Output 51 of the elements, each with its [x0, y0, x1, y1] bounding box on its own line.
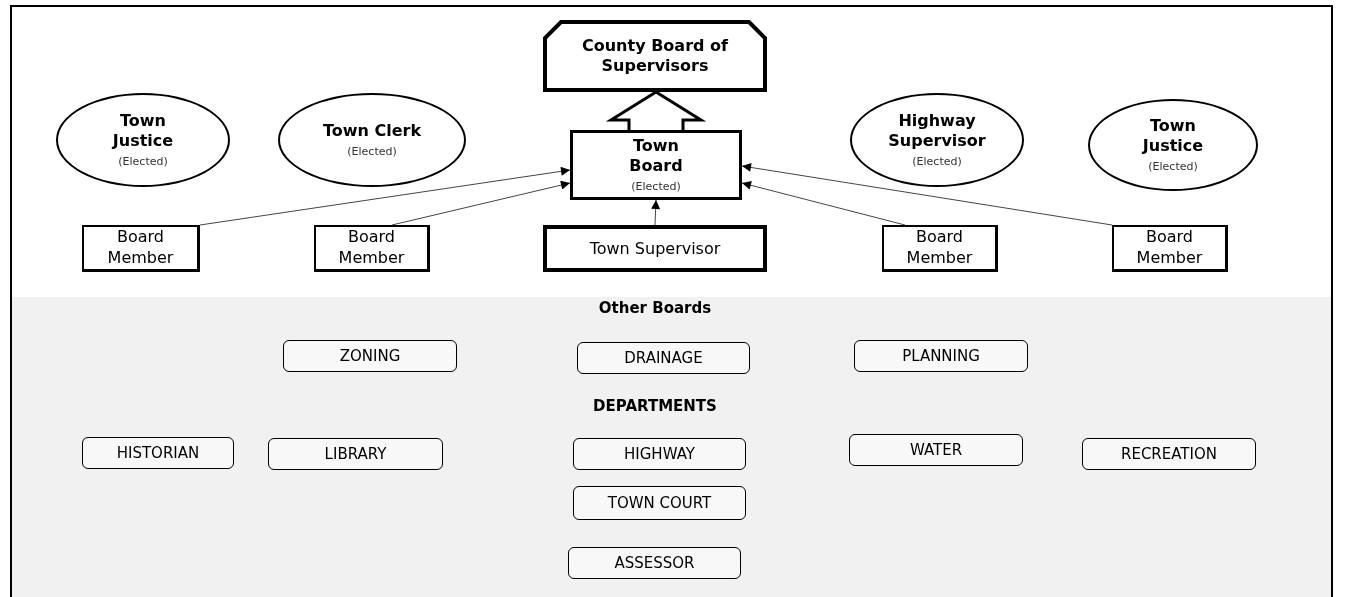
department-box	[573, 438, 746, 470]
node-label: DRAINAGE	[624, 348, 703, 368]
member-box	[1112, 225, 1228, 272]
department-box	[268, 438, 443, 470]
arrow	[741, 180, 906, 226]
status-note: (Elected)	[631, 180, 681, 194]
node-label: ZONING	[339, 346, 401, 366]
node-label: Town Justice	[1140, 116, 1205, 157]
node-label: HIGHWAY	[624, 444, 695, 464]
supervisor-box	[543, 225, 767, 272]
town-board-box	[570, 130, 742, 200]
node-label: Town Supervisor	[589, 238, 721, 259]
section-heading: Other Boards	[598, 299, 712, 317]
node-label: Town Clerk	[322, 121, 422, 142]
status-note: (Elected)	[1148, 160, 1198, 174]
department-box	[283, 340, 457, 372]
arrow	[391, 180, 571, 226]
node-label: County Board of Supervisors	[581, 36, 729, 76]
node-label: ASSESSOR	[614, 553, 695, 573]
node-label: Highway Supervisor	[887, 111, 987, 152]
node-label: RECREATION	[1121, 444, 1217, 464]
node-label: PLANNING	[902, 346, 980, 366]
member-box	[882, 225, 998, 272]
status-note: (Elected)	[347, 145, 397, 159]
node-label: Town Justice	[110, 111, 175, 152]
department-box	[577, 342, 750, 374]
member-box	[314, 225, 430, 272]
node-label: LIBRARY	[324, 444, 387, 464]
arrow	[741, 162, 1113, 226]
section-heading: DEPARTMENTS	[593, 397, 717, 415]
arrow	[199, 166, 571, 226]
arrow	[651, 199, 661, 226]
department-box	[82, 437, 234, 469]
department-box	[854, 340, 1028, 372]
member-box	[82, 225, 200, 272]
department-box	[568, 547, 741, 579]
node-label: TOWN COURT	[607, 493, 712, 513]
node-label: Board Member	[337, 227, 406, 269]
node-label: Town Board	[628, 136, 684, 177]
node-label: WATER	[909, 440, 963, 460]
department-box	[849, 434, 1023, 466]
department-box	[573, 486, 746, 520]
node-label: HISTORIAN	[116, 443, 200, 463]
status-note: (Elected)	[912, 155, 962, 169]
block-arrow	[605, 90, 707, 132]
department-box	[1082, 438, 1256, 470]
node-label: Board Member	[905, 227, 974, 269]
node-label: Board Member	[106, 227, 175, 269]
status-note: (Elected)	[118, 155, 168, 169]
node-label: Board Member	[1135, 227, 1204, 269]
county-board-box	[543, 20, 767, 92]
